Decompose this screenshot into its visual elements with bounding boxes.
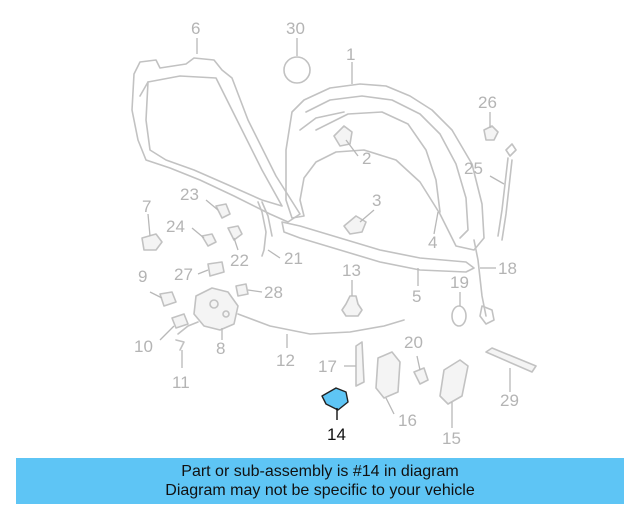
part-10-bolt (171, 313, 189, 329)
label-7: 7 (142, 197, 151, 216)
label-22: 22 (230, 251, 249, 270)
part-23-bolt (215, 203, 231, 219)
label-18: 18 (498, 259, 517, 278)
label-16: 16 (398, 411, 417, 430)
label-29: 29 (500, 391, 519, 410)
banner-line-disclaimer: Diagram may not be specific to your vehi… (165, 482, 475, 499)
part-13-bumper (341, 295, 363, 317)
label-1: 1 (346, 45, 355, 64)
part-28-bushing (235, 283, 249, 297)
label-17: 17 (318, 357, 337, 376)
part-15-handle (439, 359, 469, 405)
label-4: 4 (428, 233, 437, 252)
label-27: 27 (174, 265, 193, 284)
label-13: 13 (342, 261, 361, 280)
label-11: 11 (172, 373, 190, 392)
label-25: 25 (464, 159, 483, 178)
part-14-highlighted[interactable] (321, 387, 349, 411)
label-26: 26 (478, 93, 497, 112)
part-11-lever (175, 321, 199, 351)
part-27-clip (207, 261, 225, 277)
label-21: 21 (284, 249, 303, 268)
part-22-clip (227, 225, 243, 241)
label-3: 3 (372, 191, 381, 210)
part-30-pad (283, 56, 311, 84)
part-2-clip (333, 125, 353, 147)
label-10: 10 (134, 337, 153, 356)
label-2: 2 (362, 149, 371, 168)
part-20-clip (413, 367, 429, 385)
label-24: 24 (166, 217, 185, 236)
info-banner: Part or sub-assembly is #14 in diagram D… (16, 458, 624, 504)
part-19-bumper (451, 305, 467, 327)
part-6-hood-inner-panel (131, 57, 301, 223)
part-4-weatherstrip (315, 111, 441, 213)
part-17-bracket (355, 341, 365, 387)
part-3-clip (343, 215, 367, 235)
part-18-end (479, 305, 495, 325)
label-28: 28 (264, 283, 283, 302)
label-19: 19 (450, 273, 469, 292)
part-5-seal (281, 221, 475, 273)
label-30: 30 (286, 19, 305, 38)
part-1-hood-outer (285, 83, 485, 251)
part-8-latch (193, 287, 239, 331)
part-9-bolt (159, 291, 177, 307)
label-23: 23 (180, 185, 199, 204)
part-25-26-strut (483, 125, 517, 241)
part-18-rod (473, 239, 487, 317)
label-5: 5 (412, 287, 421, 306)
label-8: 8 (216, 339, 225, 358)
part-16-handle (375, 351, 401, 399)
label-15: 15 (442, 429, 461, 448)
leader-lines (147, 38, 511, 428)
parts-diagram: 6 30 1 26 2 25 23 3 7 24 4 21 22 13 18 9… (131, 19, 537, 448)
banner-line-part: Part or sub-assembly is #14 in diagram (181, 463, 459, 480)
part-29-strip (485, 347, 537, 373)
label-20: 20 (404, 333, 423, 352)
part-12-cable (237, 313, 405, 335)
label-14: 14 (327, 425, 346, 444)
part-7-stopper (141, 233, 163, 251)
part-21-prop-rod (257, 201, 273, 257)
label-6: 6 (191, 19, 200, 38)
label-12: 12 (276, 351, 295, 370)
label-9: 9 (138, 267, 147, 286)
part-24-nut (201, 233, 217, 247)
